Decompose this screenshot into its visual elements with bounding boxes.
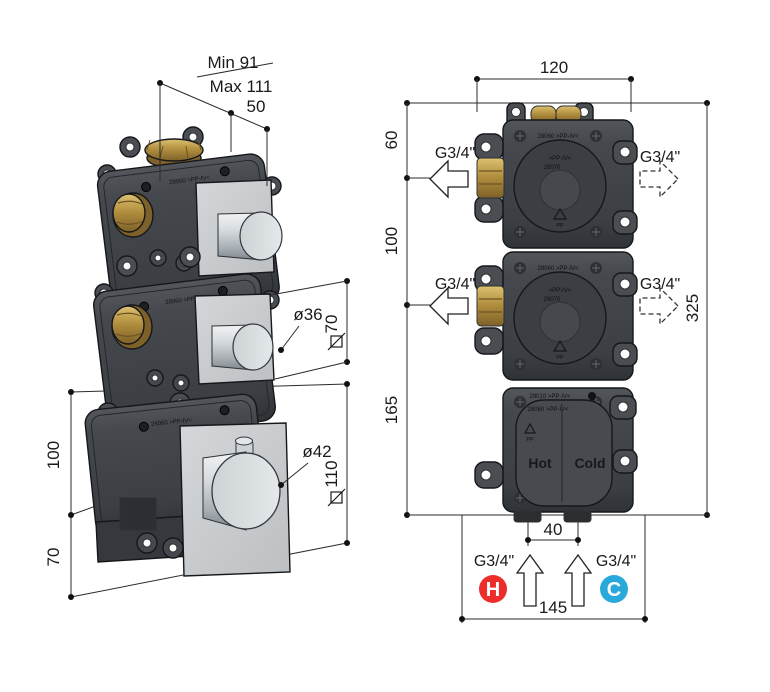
outlet-arrow-left-icon [429, 159, 469, 199]
hinge-arm-icon [146, 369, 190, 392]
hot-inlet-stub [513, 510, 542, 523]
face-marking: >PP-IV< [549, 156, 572, 162]
hot-abbr-label: H [486, 579, 500, 601]
port-label-hot-inlet: G3/4" [474, 553, 514, 570]
dimension-labels: 120 60 100 165 325 40 145 [382, 58, 702, 617]
cold-abbr-label: C [607, 579, 621, 601]
port-label-cold-inlet: G3/4" [596, 553, 636, 570]
dim-325-label: 325 [683, 294, 702, 322]
cold-inlet-badge: C [600, 575, 628, 603]
outlet-arrow-left-icon [429, 286, 469, 326]
dim-max-label: Max 111 [210, 77, 273, 96]
dim-120-label: 120 [540, 58, 568, 77]
dia-36-label: ø36 [293, 305, 322, 324]
plate-70-label: 70 [322, 315, 341, 334]
valve-unit-bottom: 28010 >PP-IV< 28060 >PP-IV< PP Hot Cold [474, 387, 638, 523]
port-label-left-top: G3/4" [435, 145, 475, 162]
plate-110-label: 110 [322, 460, 341, 487]
dim-plate-70: 70 [270, 278, 350, 380]
unit-marking: 28060 >PP-IV< [537, 134, 579, 140]
dim-50-label: 50 [247, 97, 266, 116]
cold-label: Cold [574, 455, 605, 471]
face-marking: >PP-IV< [549, 288, 572, 294]
hot-inlet-badge: H [479, 575, 507, 603]
face-marking: 28070 [544, 297, 561, 303]
screw-icon [514, 262, 602, 370]
module-marking: 28060 >PP-IV< [165, 295, 207, 306]
dim-left-heights: 100 70 [44, 389, 74, 600]
dim-minmax-depth: Min 91 Max 111 50 [157, 53, 274, 186]
dim-145-label: 145 [539, 598, 567, 617]
unit-marking: 28060 >PP-IV< [527, 407, 569, 413]
dim-plate-110: 110 [322, 381, 350, 546]
valve-module-middle-3d: 28060 >PP-IV< [93, 246, 280, 439]
dim-knob-42: ø42 [278, 442, 332, 488]
recycle-pp-icon: PP [552, 207, 568, 229]
svg-text:PP: PP [556, 355, 564, 361]
volume-knob-top [217, 211, 283, 261]
dim-60-label: 60 [382, 131, 401, 150]
optional-outlet-arrow-right-icon [639, 159, 679, 199]
valve-unit-top: 28060 >PP-IV< >PP-IV< 28070 PP [474, 102, 638, 249]
dim-min-label: Min 91 [207, 53, 258, 72]
thermostat-knob [202, 436, 281, 531]
hot-label: Hot [528, 455, 552, 471]
port-label-right-top: G3/4" [640, 149, 680, 166]
recycle-pp-icon: PP [523, 422, 537, 443]
port-annotations: G3/4" G3/4" G3/4" G3/4" G3/4" G3/4" H C [429, 145, 680, 607]
left-isometric-view: 28060 >PP-IV< [44, 53, 350, 600]
square-section-icon [327, 332, 346, 351]
dia-42-label: ø42 [302, 442, 331, 461]
optional-outlet-arrow-right-icon [639, 286, 679, 326]
port-label-right-mid: G3/4" [640, 276, 680, 293]
brass-side-port [476, 157, 505, 199]
cold-inlet-arrow-icon [563, 553, 593, 607]
dim-100-label: 100 [382, 227, 401, 255]
hot-inlet-arrow-icon [515, 553, 545, 607]
screw-icon [514, 130, 602, 238]
brass-plug-icon [111, 304, 153, 350]
dim-knob-36: ø36 [278, 305, 323, 353]
face-marking: 28070 [544, 165, 561, 171]
dim-40-label: 40 [544, 520, 563, 539]
module-marking: 28060 >PP-IV< [169, 175, 211, 186]
valve-module-bottom-3d: 28060 >PP-IV< [84, 392, 291, 577]
unit-marking: 28060 >PP-IV< [537, 266, 579, 272]
thermostat-face [515, 399, 613, 507]
cold-inlet-stub [563, 510, 592, 523]
volume-knob-middle [211, 323, 274, 371]
dimension-lines [404, 76, 710, 623]
brass-side-port [476, 285, 505, 327]
square-section-icon [327, 488, 346, 507]
module-marking: 28060 >PP-IV< [151, 418, 193, 428]
brass-plug-icon [112, 192, 154, 238]
front-dimension-view: 28060 >PP-IV< >PP-IV< 28070 PP [382, 58, 710, 623]
valve-unit-middle: 28060 >PP-IV< >PP-IV< 28070 PP [474, 251, 638, 381]
port-label-left-mid: G3/4" [435, 276, 475, 293]
svg-text:PP: PP [556, 223, 564, 229]
dim-100-label: 100 [44, 441, 63, 469]
svg-text:PP: PP [526, 437, 534, 443]
dim-165-label: 165 [382, 396, 401, 424]
dim-70-label: 70 [44, 548, 63, 567]
recycle-pp-icon: PP [552, 339, 568, 361]
pin-hole [588, 392, 596, 400]
unit-marking: 28010 >PP-IV< [529, 394, 571, 400]
